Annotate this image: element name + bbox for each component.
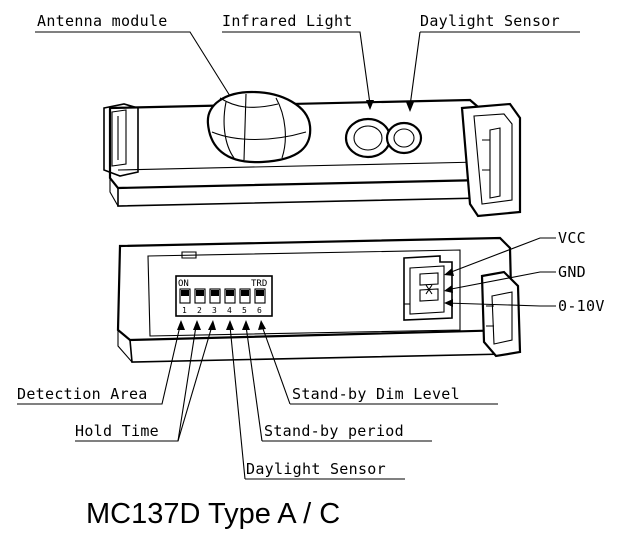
label-standby-period: Stand-by period	[264, 422, 404, 440]
dip-number-3: 3	[212, 306, 217, 315]
daylight-sensor-lens	[385, 121, 423, 155]
dip-number-6: 6	[257, 306, 262, 315]
model-caption: MC137D Type A / C	[86, 498, 341, 530]
dip-switch-slots	[179, 288, 266, 304]
top-leaders	[35, 31, 580, 112]
dip-number-2: 2	[197, 306, 202, 315]
antenna-dome	[206, 90, 312, 164]
bottom-module: ON TRD 1 2 3 4 5 6	[116, 236, 522, 363]
label-antenna-module: Antenna module	[37, 12, 168, 30]
dip-trd-label: TRD	[251, 279, 267, 289]
infrared-lens	[344, 117, 392, 159]
label-daylight-sensor-bottom: Daylight Sensor	[246, 460, 386, 478]
dip-on-label: ON	[178, 279, 189, 289]
label-standby-dim-level: Stand-by Dim Level	[292, 385, 460, 403]
dip-switch: ON TRD 1 2 3 4 5 6	[175, 275, 273, 317]
terminal-connector	[403, 255, 453, 321]
label-gnd: GND	[558, 263, 586, 281]
dip-number-5: 5	[242, 306, 247, 315]
label-hold-time: Hold Time	[75, 422, 159, 440]
label-infrared-light: Infrared Light	[222, 12, 353, 30]
bottom-leaders	[17, 320, 498, 480]
label-detection-area: Detection Area	[17, 385, 148, 403]
top-module	[103, 90, 522, 218]
dip-number-1: 1	[182, 306, 187, 315]
label-0-10v: 0-10V	[558, 297, 605, 315]
dip-number-4: 4	[227, 306, 232, 315]
right-leaders	[444, 237, 556, 307]
label-vcc: VCC	[558, 229, 586, 247]
label-daylight-sensor-top: Daylight Sensor	[420, 12, 560, 30]
